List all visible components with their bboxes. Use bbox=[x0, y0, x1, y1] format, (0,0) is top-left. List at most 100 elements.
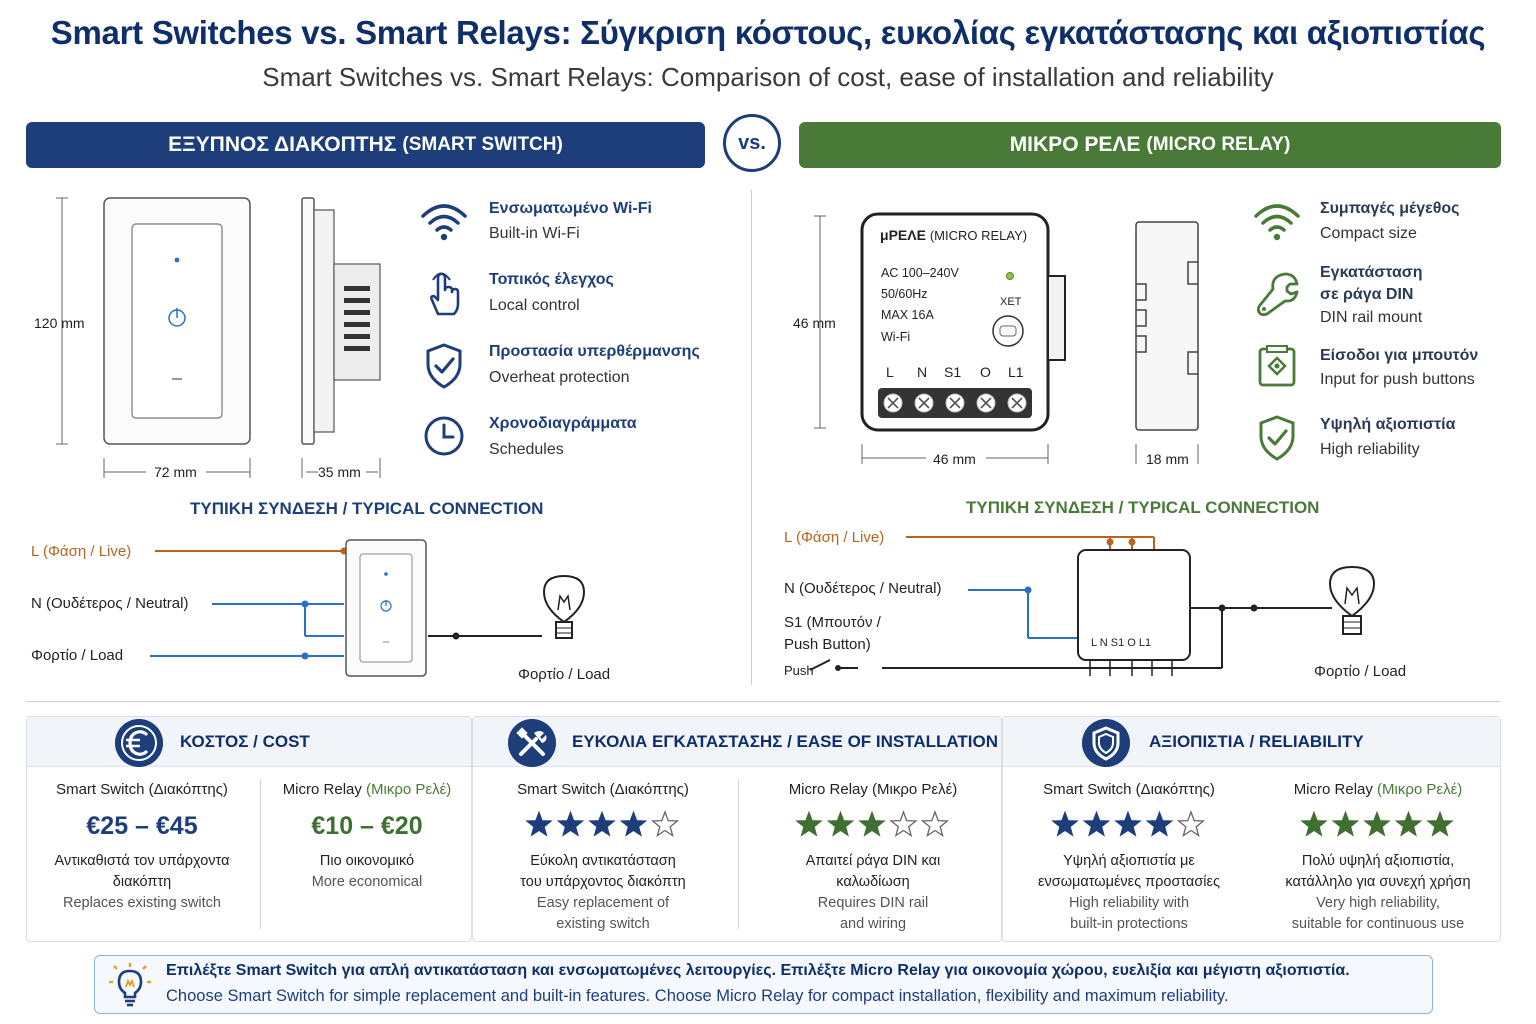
star-filled-icon bbox=[1363, 810, 1391, 837]
install-switch-desc-en1: Easy replacement of bbox=[536, 895, 670, 911]
feature-overheat-en: Overheat protection bbox=[489, 369, 630, 386]
star-filled-icon bbox=[525, 810, 553, 837]
reliability-relay-head: Micro Relay (Μικρο Ρελέ) bbox=[1255, 781, 1501, 798]
load-bulb-icon bbox=[542, 574, 586, 639]
relay-depth-dim: 18 mm bbox=[1146, 451, 1189, 467]
reliability-switch-desc-gr2: ενσωματωμένες προστασίες bbox=[1038, 874, 1220, 890]
install-relay-column: Micro Relay (Μικρο Ρελέ) Απαιτεί ράγα DI… bbox=[743, 781, 1003, 935]
vs-badge: vs. bbox=[723, 114, 781, 172]
reliability-relay-stars bbox=[1300, 810, 1454, 837]
star-filled-icon bbox=[556, 810, 585, 837]
star-filled-icon bbox=[826, 810, 855, 837]
feature-pushbutton-gr: Είσοδοι για μπουτόν bbox=[1320, 347, 1479, 364]
cost-panel-title: ΚΟΣΤΟΣ / COST bbox=[180, 732, 310, 751]
reliability-panel-title: ΑΞΙΟΠΙΣΤΙΑ / RELIABILITY bbox=[1149, 732, 1364, 751]
install-relay-head: Micro Relay (Μικρο Ρελέ) bbox=[743, 781, 1003, 798]
install-switch-stars bbox=[525, 810, 680, 837]
switch-neutral-label: N (Ουδέτερος / Neutral) bbox=[31, 595, 189, 612]
relay-face-name: μΡΕΛΕ bbox=[880, 227, 926, 243]
switch-live-label: L (Φάση / Live) bbox=[31, 543, 132, 560]
relay-terminal-o: O bbox=[980, 364, 991, 380]
page-subtitle: Smart Switches vs. Smart Relays: Compari… bbox=[262, 62, 1274, 92]
switch-wiring-diagram bbox=[150, 539, 586, 677]
install-switch-desc-en2: existing switch bbox=[556, 916, 650, 932]
feature-schedules-en: Schedules bbox=[489, 441, 564, 458]
relay-diagram-terminals: L N S1 O L1 bbox=[1091, 637, 1151, 649]
star-filled-icon bbox=[1426, 810, 1454, 837]
cost-switch-column: Smart Switch (Διακόπτης) €25 – €45 Αντικ… bbox=[27, 781, 257, 914]
install-switch-head: Smart Switch (Διακόπτης) bbox=[517, 781, 689, 798]
touch-hand-icon bbox=[430, 272, 460, 316]
push-button-icon bbox=[1258, 345, 1296, 387]
relay-terminal-n: N bbox=[917, 364, 928, 380]
install-relay-desc-en2: and wiring bbox=[839, 916, 907, 932]
recommendation-footer: Επιλέξτε Smart Switch για απλή αντικατάσ… bbox=[94, 955, 1433, 1014]
reliability-relay-desc-gr2: κατάλληλο για συνεχή χρήση bbox=[1285, 874, 1471, 890]
feature-reliability-en: High reliability bbox=[1320, 441, 1420, 458]
relay-spec-wifi: Wi-Fi bbox=[881, 330, 911, 344]
relay-reset-label: ΧΕΤ bbox=[1000, 296, 1022, 308]
shield-check-icon bbox=[426, 343, 462, 389]
relay-load-label: Φορτίο / Load bbox=[1314, 663, 1407, 680]
reliability-panel: ΑΞΙΟΠΙΣΤΙΑ / RELIABILITY Smart Switch (Δ… bbox=[1002, 716, 1501, 942]
cost-switch-desc-gr: Αντικαθιστά τον υπάρχοντα διακόπτη bbox=[54, 853, 230, 890]
star-empty-icon bbox=[920, 810, 950, 837]
feature-compact-gr: Συμπαγές μέγεθος bbox=[1320, 200, 1460, 217]
relay-s1-label-2: Push Button) bbox=[784, 636, 871, 653]
reliability-switch-desc-en2: built-in protections bbox=[1070, 916, 1188, 932]
relay-face-title: μΡΕΛΕ (MICRO RELAY) bbox=[880, 227, 1027, 243]
compact-wifi-icon bbox=[1254, 204, 1300, 241]
cost-switch-desc-en: Replaces existing switch bbox=[63, 895, 221, 911]
star-empty-icon bbox=[1176, 810, 1206, 837]
cost-relay-price: €10 – €20 bbox=[311, 812, 423, 840]
installation-panel-title: ΕΥΚΟΛΙΑ ΕΓΚΑΤΑΣΤΑΣΗΣ / EASE OF INSTALLAT… bbox=[572, 732, 999, 751]
relay-load-bulb-icon bbox=[1328, 565, 1376, 635]
star-filled-icon bbox=[619, 810, 648, 837]
star-filled-icon bbox=[1300, 810, 1328, 837]
wifi-icon bbox=[421, 204, 467, 241]
footer-text-en: Choose Smart Switch for simple replaceme… bbox=[166, 987, 1229, 1005]
switch-height-dim: 120 mm bbox=[34, 315, 85, 331]
micro-relay-header-en: (MICRO RELAY) bbox=[1146, 134, 1291, 155]
feature-wifi-gr: Ενσωματωμένο Wi-Fi bbox=[489, 200, 652, 217]
smart-switch-header-gr: ΕΞΥΠΝΟΣ ΔΙΑΚΟΠΤΗΣ bbox=[168, 133, 397, 156]
cost-relay-column: Micro Relay (Μικρο Ρελέ) €10 – €20 Πιο ο… bbox=[263, 781, 471, 893]
wrench-icon bbox=[1256, 272, 1299, 316]
cost-relay-head-en: Micro Relay bbox=[282, 781, 362, 798]
smart-switch-header: ΕΞΥΠΝΟΣ ΔΙΑΚΟΠΤΗΣ (SMART SWITCH) bbox=[26, 122, 705, 168]
star-filled-icon bbox=[1331, 810, 1360, 837]
cost-switch-price: €25 – €45 bbox=[86, 812, 198, 840]
relay-height-dim: 46 mm bbox=[793, 315, 836, 331]
smart-switch-header-en: (SMART SWITCH) bbox=[402, 134, 563, 155]
micro-relay-drawing bbox=[814, 212, 1199, 464]
center-divider bbox=[751, 190, 752, 685]
feature-wifi-en: Built-in Wi-Fi bbox=[489, 225, 580, 242]
feature-din-en: DIN rail mount bbox=[1320, 309, 1423, 326]
star-filled-icon bbox=[858, 810, 886, 837]
feature-reliability-gr: Υψηλή αξιοπιστία bbox=[1320, 416, 1456, 433]
feature-local-gr: Τοπικός έλεγχος bbox=[489, 271, 614, 288]
install-column-divider bbox=[738, 779, 739, 929]
switch-load-label: Φορτίο / Load bbox=[518, 666, 611, 683]
install-switch-desc-gr1: Εύκολη αντικατάσταση bbox=[530, 853, 676, 869]
star-filled-icon bbox=[1051, 810, 1079, 837]
cost-panel: ΚΟΣΤΟΣ / COST Smart Switch (Διακόπτης) €… bbox=[26, 716, 472, 942]
feature-overheat-gr: Προστασία υπερθέρμανσης bbox=[489, 343, 700, 360]
reliability-switch-column: Smart Switch (Διακόπτης) Υψηλή αξιοπιστί… bbox=[1003, 781, 1255, 935]
smart-switch-drawing bbox=[56, 197, 381, 478]
feature-pushbutton-en: Input for push buttons bbox=[1320, 371, 1475, 388]
star-filled-icon bbox=[1082, 810, 1111, 837]
reliability-relay-desc-en2: suitable for continuous use bbox=[1291, 916, 1465, 932]
star-filled-icon bbox=[795, 810, 823, 837]
star-filled-icon bbox=[588, 810, 616, 837]
install-relay-head-gr: (Μικρο Ρελέ) bbox=[872, 781, 958, 798]
installation-panel: ΕΥΚΟΛΙΑ ΕΓΚΑΤΑΣΤΑΣΗΣ / EASE OF INSTALLAT… bbox=[472, 716, 1002, 942]
install-relay-head-en: Micro Relay bbox=[788, 781, 868, 798]
star-empty-icon bbox=[889, 810, 918, 837]
micro-relay-header: ΜΙΚΡΟ ΡΕΛΕ (MICRO RELAY) bbox=[799, 122, 1501, 168]
feature-local-en: Local control bbox=[489, 297, 580, 314]
reliability-relay-desc-en1: Very high reliability, bbox=[1316, 895, 1440, 911]
shield-icon bbox=[1082, 719, 1130, 767]
star-empty-icon bbox=[650, 810, 680, 837]
relay-terminal-l1: L1 bbox=[1008, 364, 1024, 380]
